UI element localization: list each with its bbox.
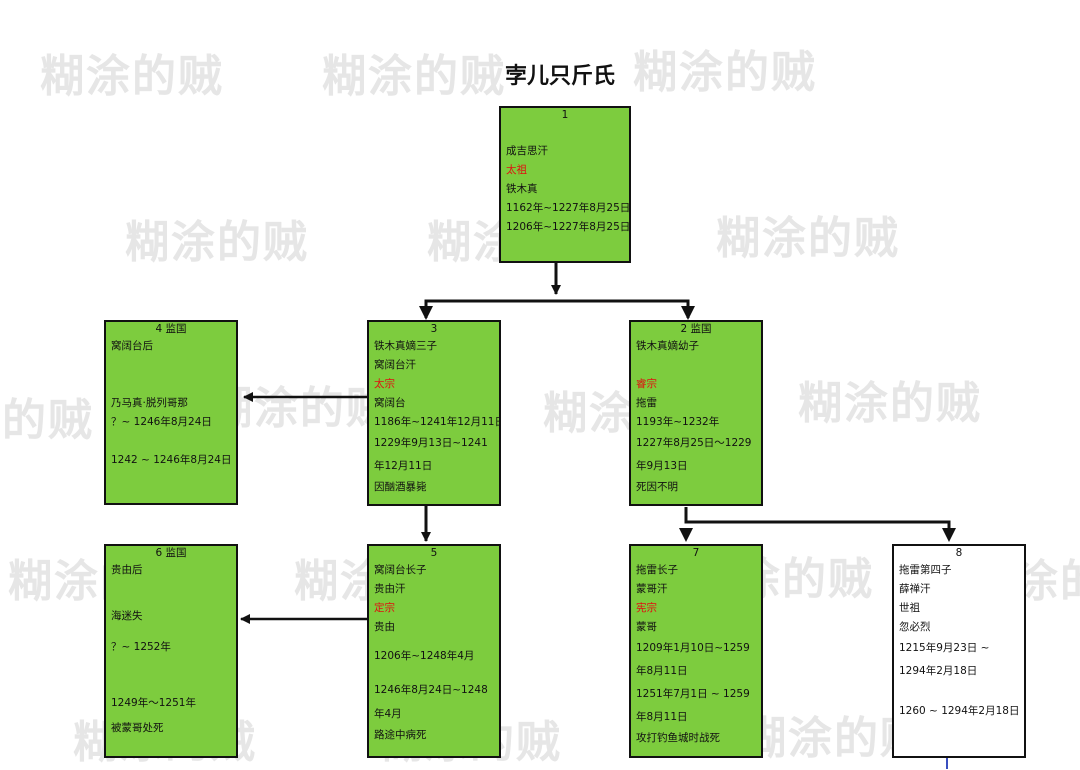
node-line: 铁木真嫡三子 bbox=[374, 340, 437, 352]
node-line: 1227年8月25日～1229年9月13日 bbox=[636, 437, 752, 472]
arrowhead-to-7 bbox=[679, 528, 693, 542]
node-line: 1246年8月24日~1248年4月 bbox=[374, 684, 488, 720]
node-number: 7 bbox=[692, 547, 700, 559]
node-2: 2 监国 铁木真嫡幼子 睿宗 拖雷 1193年~1232年 1227年8月25日… bbox=[629, 320, 763, 506]
node-line: 1229年9月13日~1241年12月11日 bbox=[374, 437, 488, 472]
connector-fork-2 bbox=[684, 507, 951, 538]
node-line: 攻打钓鱼城时战死 bbox=[636, 732, 720, 744]
diagram-title: 孛儿只斤氏 bbox=[504, 64, 615, 89]
node-line: 1193年~1232年 bbox=[636, 416, 720, 428]
node-4: 4 监国 窝阔台后 乃马真·脱列哥那 ？~ 1246年8月24日 1242 ~ … bbox=[104, 320, 238, 505]
node-line: 窝阔台汗 bbox=[374, 359, 416, 371]
node-line: 1251年7月1日 ~ 1259年8月11日 bbox=[636, 688, 750, 723]
node-line-highlight: 定宗 bbox=[374, 602, 395, 614]
node-line: 贵由 bbox=[374, 621, 395, 633]
node-line: 成吉思汗 bbox=[506, 145, 548, 157]
node-line-highlight: 太宗 bbox=[374, 378, 395, 390]
node-line: 贵由汗 bbox=[374, 583, 406, 595]
node-line: 忽必烈 bbox=[899, 621, 931, 633]
node-8: 8 拖雷第四子 薛禅汗 世祖 忽必烈 1215年9月23日 ~ 1294年2月1… bbox=[892, 544, 1026, 758]
node-line: 窝阔台长子 bbox=[374, 564, 427, 576]
node-line: 1260 ~ 1294年2月18日 bbox=[899, 705, 1020, 717]
node-line: 蒙哥 bbox=[636, 621, 657, 633]
node-line: 路途中病死 bbox=[374, 729, 427, 741]
node-line: 贵由后 bbox=[111, 564, 143, 576]
arrowhead-to-2 bbox=[681, 306, 695, 320]
node-6: 6 监国 贵由后 海迷失 ？~ 1252年 1249年～1251年 被蒙哥处死 bbox=[104, 544, 238, 758]
node-line: 因酗酒暴毙 bbox=[374, 481, 427, 493]
node-line: 乃马真·脱列哥那 bbox=[111, 397, 188, 409]
node-1: 1 成吉思汗 太祖 铁木真 1162年~1227年8月25日 1206年~122… bbox=[499, 106, 631, 263]
connector-fork-1 bbox=[424, 299, 690, 318]
node-line: ？~ 1252年 bbox=[111, 641, 171, 653]
node-line: 世祖 bbox=[899, 602, 920, 614]
node-line: 1162年~1227年8月25日 bbox=[506, 202, 631, 214]
node-line: 蒙哥汗 bbox=[636, 583, 668, 595]
node-line: 1215年9月23日 ~ 1294年2月18日 bbox=[899, 642, 990, 677]
node-line: 1249年～1251年 bbox=[111, 697, 196, 709]
node-line: 海迷失 bbox=[111, 610, 143, 622]
node-line-highlight: 太祖 bbox=[506, 164, 527, 176]
node-line: 窝阔台后 bbox=[111, 340, 153, 352]
node-number: 5 bbox=[430, 547, 438, 559]
node-line: 1186年~1241年12月11日 bbox=[374, 416, 501, 428]
node-line: 1242 ~ 1246年8月24日 bbox=[111, 454, 232, 466]
node-3: 3 铁木真嫡三子 窝阔台汗 太宗 窝阔台 1186年~1241年12月11日 1… bbox=[367, 320, 501, 506]
node-number: 6 监国 bbox=[155, 547, 187, 559]
node-line: 1206年~1248年4月 bbox=[374, 650, 475, 662]
node-line: 薛禅汗 bbox=[899, 583, 931, 595]
node-number: 3 bbox=[430, 323, 438, 335]
node-line-highlight: 睿宗 bbox=[636, 378, 657, 390]
node-line: 拖雷 bbox=[636, 397, 657, 409]
node-line: 死因不明 bbox=[636, 481, 678, 493]
node-number: 8 bbox=[955, 547, 963, 559]
node-number: 4 监国 bbox=[155, 323, 187, 335]
arrowhead-to-8 bbox=[942, 528, 956, 542]
node-5: 5 窝阔台长子 贵由汗 定宗 贵由 1206年~1248年4月 1246年8月2… bbox=[367, 544, 501, 758]
node-line: 铁木真 bbox=[506, 183, 538, 195]
node-line: 1209年1月10日~1259年8月11日 bbox=[636, 642, 750, 677]
node-line: 铁木真嫡幼子 bbox=[636, 340, 699, 352]
node-line: 1206年~1227年8月25日 bbox=[506, 221, 631, 233]
arrowhead-to-3 bbox=[419, 306, 433, 320]
node-line: 被蒙哥处死 bbox=[111, 722, 164, 734]
node-number: 2 监国 bbox=[680, 323, 712, 335]
node-line: 窝阔台 bbox=[374, 397, 406, 409]
node-line: 拖雷长子 bbox=[636, 564, 678, 576]
node-line: 拖雷第四子 bbox=[899, 564, 952, 576]
node-7: 7 拖雷长子 蒙哥汗 宪宗 蒙哥 1209年1月10日~1259年8月11日 1… bbox=[629, 544, 763, 758]
node-line: ？~ 1246年8月24日 bbox=[111, 416, 212, 428]
node-line-highlight: 宪宗 bbox=[636, 602, 657, 614]
node-number: 1 bbox=[561, 109, 569, 121]
